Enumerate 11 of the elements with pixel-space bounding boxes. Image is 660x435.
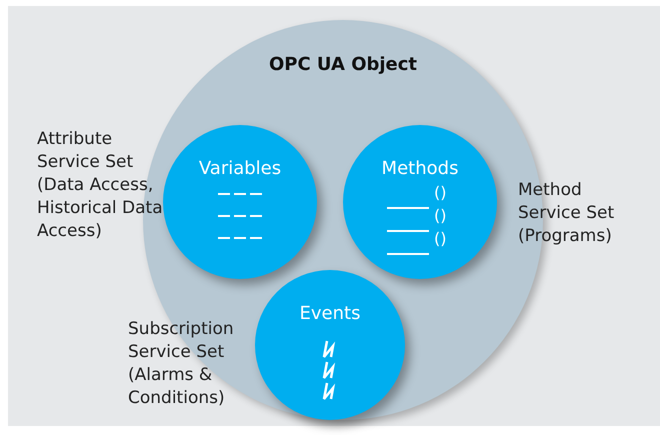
service-set-label: Attribute Service Set (Data Access, Historical Data Access)	[37, 128, 164, 243]
service-circle	[255, 270, 405, 420]
service-set-label: Subscription Service Set (Alarms & Conditions)	[128, 318, 235, 410]
circle-title: Variables	[198, 158, 282, 179]
object-title: OPC UA Object	[268, 54, 418, 75]
parentheses: ()	[434, 183, 446, 202]
service-set-label: Method Service Set (Programs)	[518, 179, 616, 248]
circle-title: Methods	[382, 158, 458, 179]
parentheses: ()	[434, 206, 446, 225]
parentheses: ()	[434, 229, 446, 248]
circle-title: Events	[300, 303, 360, 324]
